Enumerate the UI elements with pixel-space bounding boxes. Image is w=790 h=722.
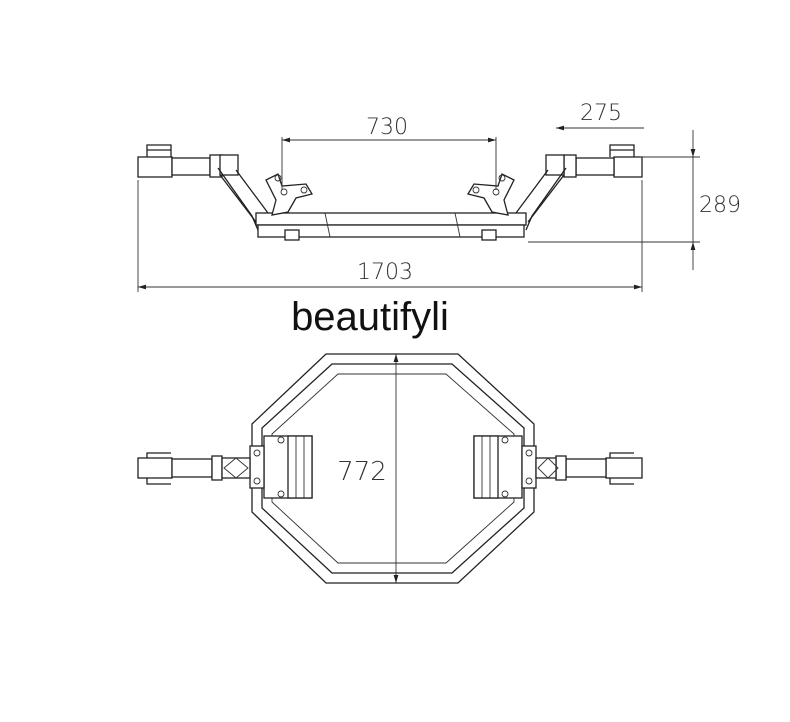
left-mount-plate [265,173,314,216]
right-handle-top [535,452,643,485]
dimension-772: 772 [337,354,399,583]
right-bracket [473,435,537,499]
dimension-289: 289 [528,130,741,270]
dim-height: 289 [699,193,741,218]
dimension-275: 275 [556,101,644,131]
top-view: 772 [137,353,643,584]
left-handle-top [137,452,251,485]
left-handle [137,144,239,178]
right-mount-plate [466,173,515,216]
left-bracket [249,435,313,499]
dim-handle-length: 275 [580,101,622,126]
dim-inner-span: 730 [366,115,408,140]
dim-overall-width: 1703 [357,260,413,285]
bottom-beam [255,212,527,241]
side-view: 730 275 289 1703 [137,101,741,292]
right-handle [545,144,643,178]
brand-label: beautifyli [291,295,449,339]
dim-frame-depth: 772 [337,457,387,487]
dimension-1703: 1703 [137,180,643,292]
dimension-730: 730 [281,115,497,190]
